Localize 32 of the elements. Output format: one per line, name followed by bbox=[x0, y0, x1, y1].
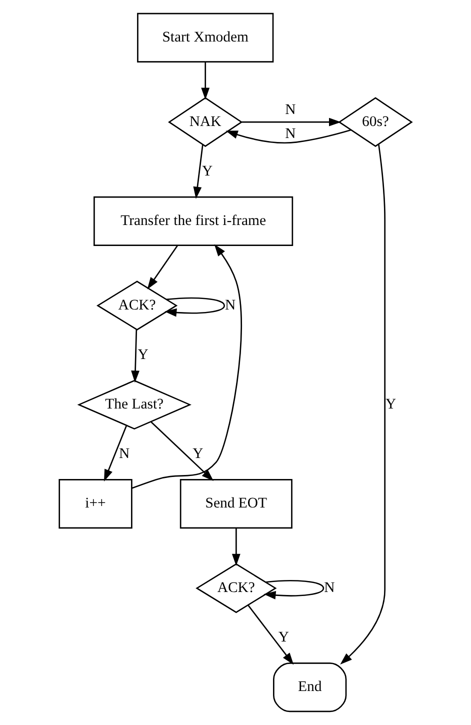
arrow bbox=[193, 144, 204, 199]
edge-label: Y bbox=[278, 630, 290, 646]
node-box: End bbox=[273, 662, 347, 712]
edge-label: N bbox=[285, 126, 296, 142]
edge-label: N bbox=[285, 102, 296, 118]
arrow bbox=[340, 144, 386, 665]
edge-label: Y bbox=[386, 396, 396, 412]
arrow bbox=[164, 297, 225, 317]
node-box: i++ bbox=[58, 479, 132, 529]
arrow bbox=[226, 129, 352, 144]
node-diamond: NAK bbox=[168, 97, 243, 147]
arrow bbox=[242, 118, 342, 126]
edge-label: N bbox=[324, 580, 335, 596]
arrow bbox=[104, 425, 128, 482]
node-diamond: 60s? bbox=[338, 97, 413, 147]
node-box: Start Xmodem bbox=[137, 12, 274, 62]
arrow bbox=[201, 62, 210, 100]
arrow bbox=[131, 330, 140, 383]
arrow bbox=[131, 244, 242, 489]
edge-label: Y bbox=[202, 163, 213, 180]
arrow bbox=[147, 245, 178, 290]
edge-label: N bbox=[225, 297, 236, 314]
node-box: Transfer the first i-frame bbox=[94, 196, 294, 246]
edge-label: Y bbox=[192, 446, 204, 462]
edge-label: Y bbox=[138, 346, 148, 363]
node-box: Send EOT bbox=[180, 479, 292, 529]
arrow bbox=[232, 528, 240, 566]
arrow bbox=[264, 580, 324, 600]
arrow bbox=[150, 421, 214, 482]
arrow bbox=[248, 605, 294, 665]
edge-label: N bbox=[119, 446, 130, 462]
node-diamond: The Last? bbox=[77, 380, 192, 430]
